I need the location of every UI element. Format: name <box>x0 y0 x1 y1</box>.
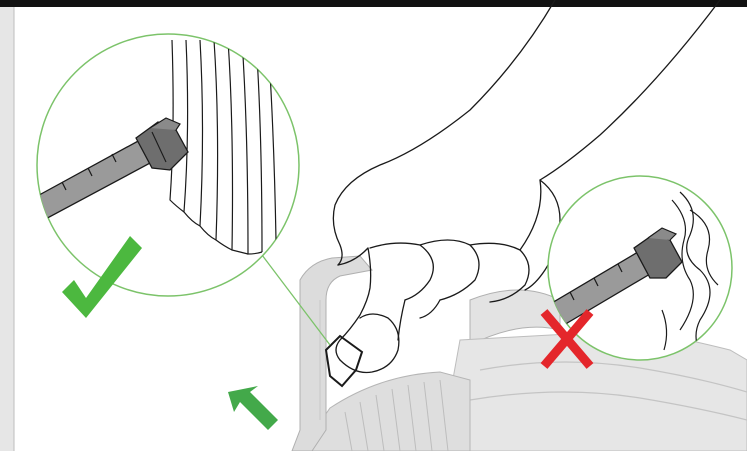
top-frame-bar <box>0 0 747 7</box>
left-side-band <box>0 0 14 451</box>
